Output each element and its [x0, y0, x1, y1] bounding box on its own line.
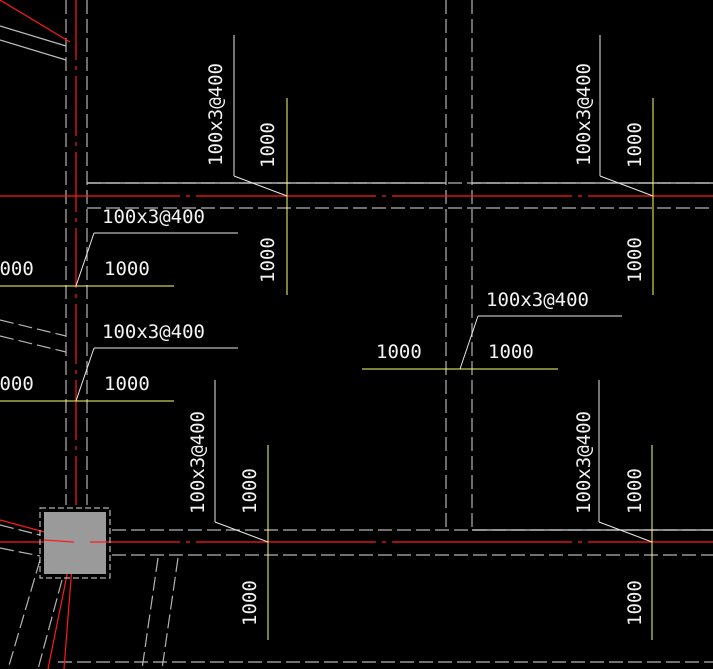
length-label: 1000	[104, 373, 150, 395]
leader-line	[214, 521, 269, 543]
length-label: 1000	[624, 122, 646, 168]
leader-line	[459, 315, 479, 370]
leader-line	[233, 175, 288, 197]
length-label: 1000	[488, 341, 534, 363]
length-label: 1000	[257, 237, 279, 283]
rebar-annotation-left-upper[interactable]: 100x3@400 1000 1000	[0, 206, 238, 287]
length-label: 1000	[0, 373, 34, 395]
length-label: 1000	[0, 258, 34, 280]
spacing-label: 100x3@400	[102, 321, 205, 343]
spacing-label: 100x3@400	[573, 411, 595, 514]
length-label: 1000	[624, 580, 646, 626]
length-label: 1000	[376, 341, 422, 363]
column-block[interactable]	[39, 507, 111, 579]
leader-line	[75, 232, 95, 287]
spacing-label: 100x3@400	[205, 63, 227, 166]
length-label: 1000	[624, 237, 646, 283]
room-boundaries	[0, 25, 713, 531]
length-label: 1000	[239, 468, 261, 514]
spacing-label: 100x3@400	[486, 289, 589, 311]
length-label: 1000	[239, 580, 261, 626]
rebar-annotation-top-right[interactable]: 100x3@400 1000 1000	[573, 35, 654, 295]
rebar-annotation-left-lower[interactable]: 100x3@400 1000 1000	[0, 321, 238, 402]
leader-line	[598, 521, 653, 543]
rebar-annotation-bottom-left[interactable]: 100x3@400 1000 1000	[187, 380, 269, 640]
length-label: 1000	[257, 122, 279, 168]
rebar-annotation-top-left[interactable]: 100x3@400 1000 1000	[205, 35, 288, 295]
length-label: 1000	[104, 258, 150, 280]
leader-line	[75, 347, 95, 402]
leader-line	[599, 175, 654, 197]
rebar-annotation-bottom-right[interactable]: 100x3@400 1000 1000	[573, 380, 653, 640]
spacing-label: 100x3@400	[102, 206, 205, 228]
rebar-annotation-center[interactable]: 100x3@400 1000 1000	[362, 289, 622, 370]
spacing-label: 100x3@400	[573, 63, 595, 166]
length-label: 1000	[624, 468, 646, 514]
spacing-label: 100x3@400	[187, 411, 209, 514]
